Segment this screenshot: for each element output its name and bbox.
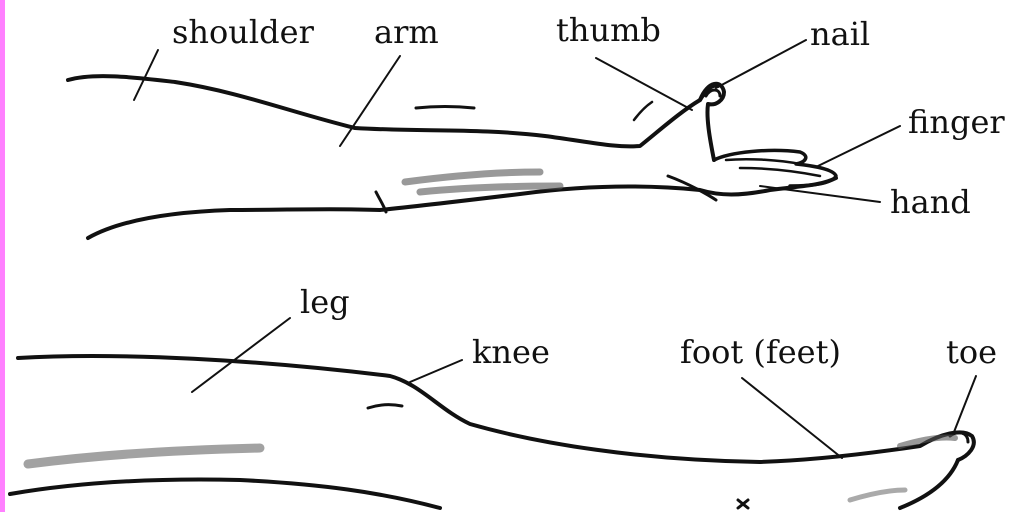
shoulder-leader bbox=[134, 50, 158, 100]
thumb-nail bbox=[706, 90, 720, 96]
hand-leader bbox=[760, 186, 880, 202]
knee-mark bbox=[368, 405, 402, 408]
label-shoulder: shoulder bbox=[172, 16, 314, 48]
foot-leader bbox=[742, 378, 842, 458]
foot-sole-outline bbox=[900, 460, 958, 508]
finger-lines bbox=[726, 159, 820, 176]
arm-shading bbox=[405, 172, 560, 192]
leg-upper-outline bbox=[18, 356, 974, 462]
label-thumb: thumb bbox=[556, 14, 661, 46]
arm-drawing bbox=[68, 76, 836, 238]
thumb-crease-mark bbox=[634, 102, 652, 120]
finger-leader bbox=[818, 126, 900, 166]
arm-leader-lines bbox=[134, 40, 900, 202]
toe-leader bbox=[954, 376, 976, 432]
label-toe: toe bbox=[946, 336, 997, 368]
finger-outline bbox=[714, 150, 836, 186]
leg-drawing bbox=[10, 356, 974, 508]
label-leg: leg bbox=[300, 286, 350, 318]
heel-shading bbox=[850, 490, 905, 500]
label-arm: arm bbox=[374, 16, 439, 48]
knee-leader bbox=[410, 360, 462, 382]
label-finger: finger bbox=[908, 106, 1005, 138]
arm-leader bbox=[340, 56, 400, 146]
leg-leader bbox=[192, 318, 290, 392]
label-hand: hand bbox=[890, 186, 971, 218]
foot-shading bbox=[900, 437, 955, 446]
label-knee: knee bbox=[472, 336, 550, 368]
arm-upper-outline bbox=[68, 76, 718, 146]
thumb-leader bbox=[596, 58, 692, 110]
nail-leader bbox=[716, 40, 806, 88]
ankle-mark bbox=[738, 500, 748, 508]
arm-top-mark bbox=[416, 107, 474, 109]
leg-shading bbox=[28, 448, 260, 464]
label-nail: nail bbox=[810, 18, 870, 50]
leg-lower-outline bbox=[10, 480, 440, 508]
label-foot: foot (feet) bbox=[680, 336, 841, 368]
leg-leader-lines bbox=[192, 318, 976, 458]
